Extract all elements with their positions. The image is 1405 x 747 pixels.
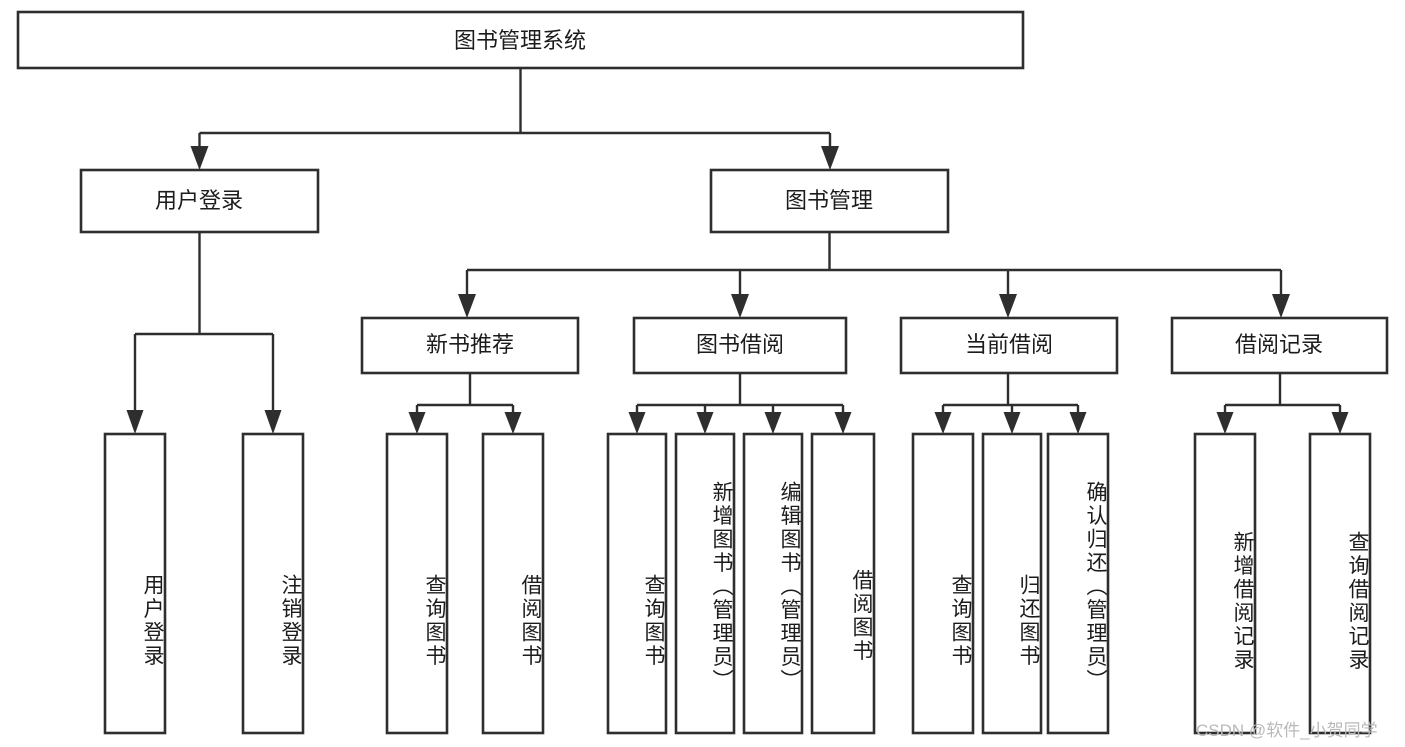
connector-layer xyxy=(126,68,1349,434)
node-box-leaf-query-record[interactable] xyxy=(1308,432,1372,735)
arrow-head-leaf-query-book-3 xyxy=(934,412,952,434)
node-box-root[interactable] xyxy=(16,10,1025,70)
arrow-head-leaf-borrow-book-2 xyxy=(834,412,852,434)
arrow-head-currentborrow xyxy=(999,294,1017,318)
node-box-leaf-add-book[interactable] xyxy=(674,432,736,735)
node-box-leaf-return-book[interactable] xyxy=(981,432,1043,735)
node-box-leaf-user-login[interactable] xyxy=(103,432,167,735)
node-box-current-borrow[interactable] xyxy=(899,316,1119,375)
arrow-head-leaf-query-record xyxy=(1331,412,1349,434)
node-box-book-manage[interactable] xyxy=(709,168,950,234)
arrow-head-bookborrow xyxy=(731,294,749,318)
node-box-book-borrow[interactable] xyxy=(632,316,848,375)
arrow-head-leaf-confirm-return xyxy=(1069,412,1087,434)
csdn-watermark: CSDN @软件_小贺同学 xyxy=(1196,721,1378,740)
arrow-head-leaf-user-logout xyxy=(264,410,282,434)
arrow-head-leaf-borrow-book-1 xyxy=(504,412,522,434)
node-box-user-login[interactable] xyxy=(79,168,320,234)
node-box-leaf-add-record[interactable] xyxy=(1193,432,1257,735)
node-box-borrow-record[interactable] xyxy=(1170,316,1389,375)
arrow-head-borrowrecord xyxy=(1272,294,1290,318)
node-box-leaf-edit-book[interactable] xyxy=(742,432,804,735)
arrow-head-leaf-add-record xyxy=(1216,412,1234,434)
node-box-leaf-query-book-2[interactable] xyxy=(606,432,668,735)
arrow-head-leaf-edit-book xyxy=(764,412,782,434)
node-label-current-borrow: 当前借阅 xyxy=(965,332,1053,357)
arrow-head-leaf-user-login xyxy=(126,410,144,434)
arrow-head-book-manage xyxy=(821,146,839,170)
horizontal-label-layer: 图书管理系统 用户登录 图书管理 新书推荐 图书借阅 当前借阅 借阅记录 xyxy=(155,28,1323,357)
node-box-leaf-user-logout[interactable] xyxy=(241,432,305,735)
arrow-head-leaf-query-book-1 xyxy=(408,412,426,434)
node-box-leaf-confirm-return[interactable] xyxy=(1046,432,1110,735)
arrow-head-leaf-return-book xyxy=(1003,412,1021,434)
node-label-root: 图书管理系统 xyxy=(454,28,586,53)
node-box-leaf-borrow-book-1[interactable] xyxy=(481,432,545,735)
node-label-book-manage: 图书管理 xyxy=(785,188,873,213)
node-label-user-login: 用户登录 xyxy=(155,188,243,213)
node-box-leaf-query-book-3[interactable] xyxy=(911,432,975,735)
node-layer xyxy=(16,10,1389,735)
node-label-new-book-rec: 新书推荐 xyxy=(426,332,514,357)
node-label-borrow-record: 借阅记录 xyxy=(1235,332,1323,357)
node-label-book-borrow: 图书借阅 xyxy=(696,332,784,357)
node-box-new-book-rec[interactable] xyxy=(360,316,580,375)
arrow-head-leaf-add-book xyxy=(696,412,714,434)
node-box-leaf-borrow-book-2[interactable] xyxy=(810,432,876,735)
arrow-head-user-login xyxy=(190,146,209,170)
arrow-head-newbook xyxy=(458,294,476,318)
arrow-head-leaf-query-book-2 xyxy=(628,412,646,434)
node-box-leaf-query-book-1[interactable] xyxy=(385,432,449,735)
